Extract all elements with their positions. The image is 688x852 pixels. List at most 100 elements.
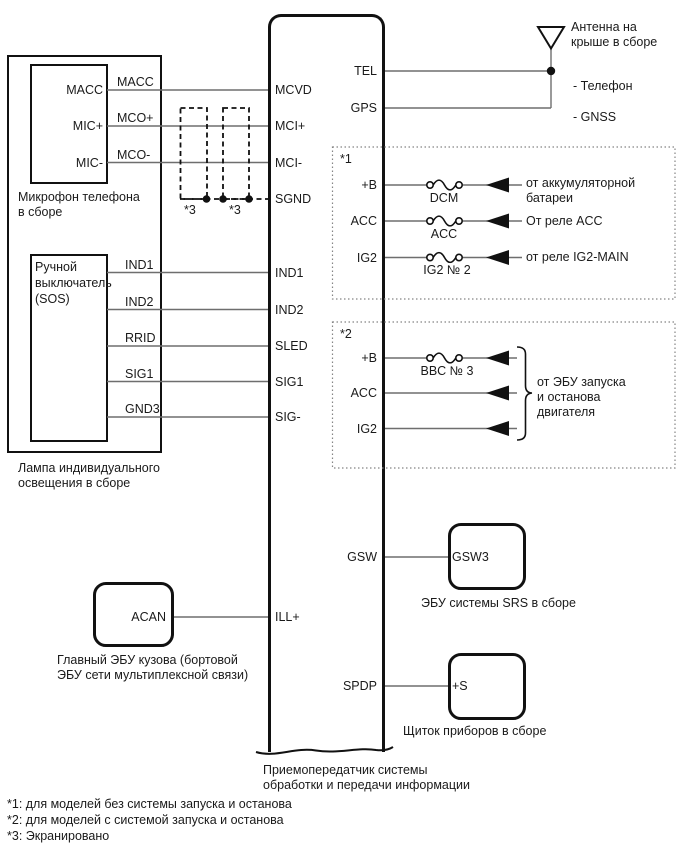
option-group-borders: [331, 146, 676, 469]
sos-switch-title: Ручной выключатель (SOS): [35, 259, 112, 307]
fuse-label-acc: ACC: [430, 227, 458, 241]
shield-marker-1: *3: [184, 203, 196, 217]
mic-pin-mic-minus: MIC-: [75, 155, 103, 170]
group1-dest-acc-relay: От реле ACC: [526, 214, 603, 228]
dest-ecu-line3: двигателя: [537, 405, 596, 419]
shield-ground-dots: [202, 195, 253, 203]
antenna-caption-line1: Антенна на: [571, 20, 637, 34]
pin-sgnd: SGND: [275, 192, 312, 206]
tel-note: - Телефон: [573, 79, 633, 93]
dest-battery-line1: от аккумуляторной: [526, 176, 636, 190]
wire-label-ind2: IND2: [125, 295, 154, 309]
arrow-icons: [486, 177, 509, 436]
wire-label-gnd3: GND3: [125, 402, 160, 416]
antenna-caption: Антенна на крыше в сборе: [571, 20, 657, 50]
pin-mcvd: MCVD: [275, 83, 312, 97]
footnote-3: *3: Экранировано: [7, 829, 110, 843]
fuse-ig2-icon: [425, 251, 463, 264]
pin-ig2-1: IG2: [356, 250, 377, 265]
body-ecu-box: [93, 582, 174, 647]
pin-sled: SLED: [275, 339, 308, 353]
pin-ind1: IND1: [275, 265, 304, 280]
sos-title-line1: Ручной: [35, 260, 77, 274]
wires: [107, 28, 552, 687]
arrow-left-icon: [486, 177, 509, 193]
body-ecu-caption: Главный ЭБУ кузова (бортовой ЭБУ сети му…: [57, 653, 248, 683]
dest-battery-line2: батареи: [526, 191, 573, 205]
body-ecu-pin: ACAN: [131, 610, 166, 624]
fuse-acc-icon: [425, 215, 463, 227]
pin-sig1: SIG1: [275, 374, 304, 389]
pin-spdp: SPDP: [342, 679, 377, 693]
arrow-left-icon: [486, 250, 509, 265]
lamp-caption-line1: Лампа индивидуального: [18, 461, 160, 475]
shield-icon: [179, 107, 268, 200]
dest-ecu-line2: и останова: [537, 390, 601, 404]
sos-title-line3: (SOS): [35, 292, 70, 306]
pin-b-plus-1: +B: [361, 178, 377, 192]
transceiver-column: [268, 14, 385, 752]
footnote-2: *2: для моделей с системой запуска и ост…: [7, 813, 284, 827]
microphone-box: [30, 64, 108, 184]
fuse-dcm-icon: [425, 179, 463, 191]
group2-marker: *2: [340, 327, 352, 341]
instrument-cluster-caption: Щиток приборов в сборе: [403, 724, 547, 738]
shield-marker-2: *3: [229, 203, 241, 217]
transceiver-caption: Приемопередатчик системы обработки и пер…: [263, 763, 470, 793]
pin-acc-1: ACC: [350, 214, 377, 228]
pin-mci-plus: MCI+: [275, 119, 306, 133]
arrow-left-icon: [486, 213, 509, 229]
pin-gps: GPS: [350, 101, 377, 115]
pin-tel: TEL: [354, 64, 377, 78]
lamp-assembly-box: [7, 55, 162, 453]
pin-acc-2: ACC: [350, 386, 377, 400]
group1-dashed-box: [331, 146, 676, 300]
fuse-label-bbc: BBC № 3: [420, 364, 474, 378]
junction-dot-icon: [245, 195, 253, 203]
wire-label-mco-minus: MCO-: [117, 148, 151, 162]
wire-label-sig1: SIG1: [125, 367, 154, 381]
fuse-label-dcm: DCM: [429, 191, 459, 205]
group1-dest-battery: от аккумуляторной батареи: [526, 176, 635, 206]
pin-gsw: GSW: [347, 550, 377, 564]
body-ecu-caption-line1: Главный ЭБУ кузова (бортовой: [57, 653, 238, 667]
instrument-cluster-pin: +S: [452, 679, 468, 693]
junction-dot-icon: [219, 195, 227, 203]
srs-ecu-pin: GSW3: [452, 550, 489, 564]
curly-brace-icon: [516, 346, 533, 441]
antenna-caption-line2: крыше в сборе: [571, 35, 658, 49]
junction-dot-icon: [546, 66, 556, 76]
body-ecu-caption-line2: ЭБУ сети мультиплексной связи): [57, 668, 249, 682]
dest-ecu-line1: от ЭБУ запуска: [537, 375, 626, 389]
pin-sig-minus: SIG-: [275, 410, 301, 424]
mic-pin-mic-plus: MIC+: [72, 119, 103, 133]
sos-title-line2: выключатель: [35, 276, 112, 290]
fuse-label-ig2: IG2 № 2: [423, 263, 471, 277]
arrow-left-icon: [486, 350, 509, 366]
gnss-note: - GNSS: [573, 110, 617, 124]
transceiver-caption-line2: обработки и передачи информации: [263, 778, 470, 792]
group2-dashed-box: [331, 321, 676, 469]
fuse-icons: [425, 179, 463, 364]
group1-marker: *1: [340, 152, 352, 166]
wire-label-mco-plus: MCO+: [117, 111, 154, 125]
wire-label-rrid: RRID: [125, 331, 156, 345]
antenna-icon: [536, 26, 566, 76]
wire-label-macc: MACC: [117, 75, 154, 89]
arrow-left-icon: [486, 385, 509, 401]
sos-switch-box: [30, 254, 108, 442]
fuse-bbc-icon: [425, 352, 463, 364]
group1-dest-ig2-relay: от реле IG2-MAIN: [526, 250, 629, 264]
transceiver-caption-line1: Приемопередатчик системы: [263, 763, 428, 777]
pin-ind2: IND2: [275, 302, 304, 317]
junction-dot-icon: [202, 195, 211, 203]
srs-ecu-caption: ЭБУ системы SRS в сборе: [421, 596, 576, 610]
pin-ig2-2: IG2: [356, 421, 377, 436]
pin-b-plus-2: +B: [361, 351, 377, 365]
pin-ill-plus: ILL+: [275, 610, 300, 624]
microphone-caption-line2: в сборе: [18, 205, 63, 219]
wire-label-ind1: IND1: [125, 258, 154, 272]
footnote-1: *1: для моделей без системы запуска и ос…: [7, 797, 292, 811]
